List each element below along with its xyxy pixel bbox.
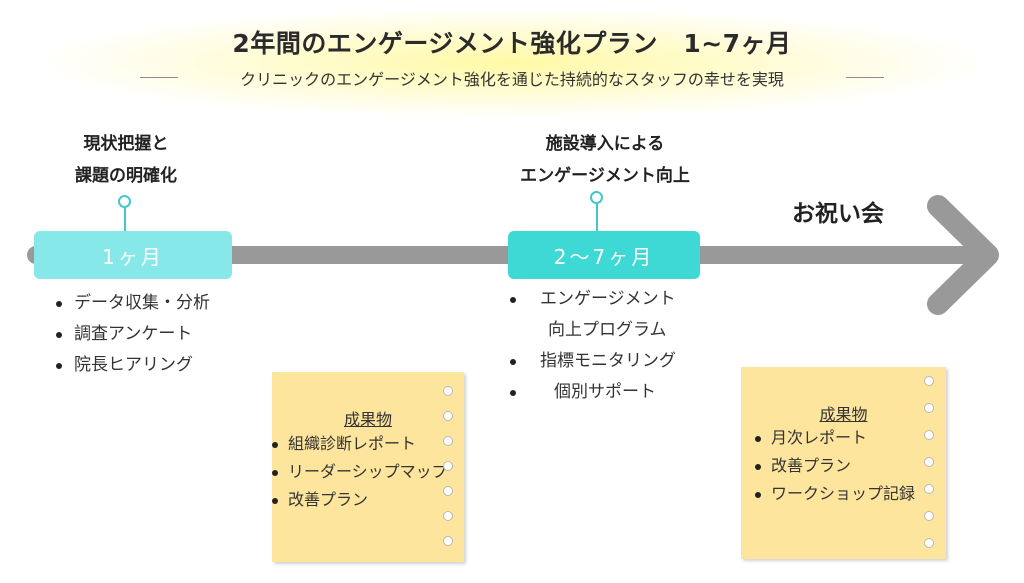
note-ring xyxy=(443,511,453,521)
bullet-dot xyxy=(510,359,516,365)
list-item: 院長ヒアリング xyxy=(56,350,210,381)
list-item-continued: 向上プログラム xyxy=(510,315,676,346)
note-2-title: 成果物 xyxy=(819,405,868,424)
milestone-first-connector xyxy=(124,208,126,232)
note-ring xyxy=(443,486,453,496)
list-item: エンゲージメント xyxy=(510,284,676,315)
bullet-dot xyxy=(510,297,516,303)
deliverables-note-2: 成果物 月次レポート 改善プラン ワークショップ記録 xyxy=(741,367,946,559)
subtitle-rule-left xyxy=(140,77,178,78)
final-milestone-label: お祝い会 xyxy=(792,201,884,227)
timeline-arrowhead xyxy=(927,195,999,315)
note-ring xyxy=(924,511,934,521)
milestone-second: 施設導入による エンゲージメント向上 xyxy=(480,128,730,192)
note-ring xyxy=(443,386,453,396)
note-ring xyxy=(443,411,453,421)
milestone-first-line1: 現状把握と xyxy=(83,134,169,154)
task-text: 指標モニタリング xyxy=(540,351,676,371)
list-item: 組織診断レポート xyxy=(272,430,448,458)
list-item: 月次レポート xyxy=(755,424,915,452)
list-item: ワークショップ記録 xyxy=(755,480,915,508)
milestone-second-connector xyxy=(596,204,598,232)
note-ring xyxy=(924,484,934,494)
milestone-second-line2: エンゲージメント向上 xyxy=(520,166,690,186)
subtitle-rule-right xyxy=(846,77,884,78)
page-subtitle: クリニックのエンゲージメント強化を通じた持続的なスタッフの幸せを実現 xyxy=(240,70,784,89)
note-ring xyxy=(924,403,934,413)
note-ring xyxy=(924,538,934,548)
note-1-list: 組織診断レポート リーダーシップマップ 改善プラン xyxy=(272,430,448,514)
milestone-first-dot xyxy=(118,195,131,208)
note-2-list: 月次レポート 改善プラン ワークショップ記録 xyxy=(755,424,915,508)
list-item: 調査アンケート xyxy=(56,319,210,350)
note-ring xyxy=(443,461,453,471)
phase-2-task-list: エンゲージメント 向上プログラム 指標モニタリング 個別サポート xyxy=(510,284,676,408)
note-ring xyxy=(924,457,934,467)
milestone-first: 現状把握と 課題の明確化 xyxy=(40,128,212,192)
milestone-second-line1: 施設導入による xyxy=(545,134,665,154)
list-item: データ収集・分析 xyxy=(56,288,210,319)
header-glow xyxy=(40,8,984,118)
milestone-first-line2: 課題の明確化 xyxy=(75,166,177,186)
deliverables-note-1: 成果物 組織診断レポート リーダーシップマップ 改善プラン xyxy=(272,372,464,562)
note-ring xyxy=(924,376,934,386)
task-text: 向上プログラム xyxy=(548,320,667,340)
list-item: 個別サポート xyxy=(510,377,676,408)
list-item: 改善プラン xyxy=(755,452,915,480)
note-1-title: 成果物 xyxy=(343,410,392,429)
page-title: 2年間のエンゲージメント強化プラン 1~7ヶ月 xyxy=(232,29,792,58)
phase-2-box: 2〜7ヶ月 xyxy=(508,231,700,279)
list-item: 指標モニタリング xyxy=(510,346,676,377)
list-item: 改善プラン xyxy=(272,486,448,514)
task-text: 個別サポート xyxy=(554,382,656,402)
note-ring xyxy=(443,536,453,546)
bullet-dot xyxy=(510,390,516,396)
milestone-second-dot xyxy=(590,191,603,204)
note-ring xyxy=(443,436,453,446)
note-ring xyxy=(924,430,934,440)
task-text: エンゲージメント xyxy=(540,289,676,309)
list-item: リーダーシップマップ xyxy=(272,458,448,486)
phase-1-task-list: データ収集・分析 調査アンケート 院長ヒアリング xyxy=(56,288,210,381)
phase-1-box: 1ヶ月 xyxy=(34,231,232,279)
